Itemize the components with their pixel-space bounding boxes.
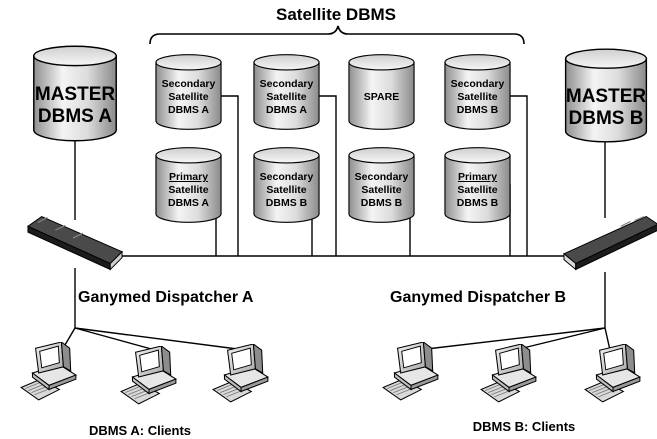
master-a-line-2: DBMS A bbox=[37, 106, 113, 127]
satellite-bottom-1-line-3: DBMS A bbox=[167, 197, 210, 209]
satellite-top-1-line-2: Satellite bbox=[168, 91, 209, 103]
satellite-bottom-4-line-3: DBMS B bbox=[456, 197, 499, 209]
master-b-line-1: MASTER bbox=[565, 86, 647, 107]
satellite-bottom-2-label: Secondary Satellite DBMS B bbox=[253, 171, 320, 210]
client-a1-computer-icon bbox=[20, 342, 77, 401]
satellite-bottom-4-label: Primary Satellite DBMS B bbox=[444, 171, 511, 210]
satellite-bottom-2-line-2: Satellite bbox=[266, 184, 307, 196]
satellite-dbms-title: Satellite DBMS bbox=[276, 5, 396, 24]
satellite-top-2-line-2: Satellite bbox=[266, 91, 307, 103]
satellite-bottom-3-line-1: Secondary bbox=[354, 171, 409, 183]
network-wiring bbox=[61, 95, 611, 351]
satellite-bottom-4-line-2: Satellite bbox=[457, 184, 498, 196]
satellite-top-1-line-1: Secondary bbox=[161, 78, 216, 90]
satellite-bottom-3-line-3: DBMS B bbox=[360, 197, 403, 209]
satellite-top-4-line-3: DBMS B bbox=[456, 104, 499, 116]
satellite-bottom-1-label: Primary Satellite DBMS A bbox=[155, 171, 222, 210]
satellite-bottom-1-line-1: Primary bbox=[168, 171, 209, 183]
satellite-bottom-1-line-2: Satellite bbox=[168, 184, 209, 196]
master-a-line-1: MASTER bbox=[34, 84, 116, 105]
client-b1-computer-icon bbox=[382, 342, 439, 401]
satellite-top-2-label: Secondary Satellite DBMS A bbox=[253, 78, 320, 117]
satellite-bottom-2-line-1: Secondary bbox=[259, 171, 314, 183]
client-a3-computer-icon bbox=[212, 344, 269, 403]
satellite-bottom-2-line-3: DBMS B bbox=[265, 197, 308, 209]
satellite-top-4-label: Secondary Satellite DBMS B bbox=[444, 78, 511, 117]
master-b-line-2: DBMS B bbox=[568, 108, 644, 129]
dispatcher-a-switch-icon bbox=[27, 215, 123, 271]
satellite-top-4-line-1: Secondary bbox=[450, 78, 505, 90]
satellite-top-1-label: Secondary Satellite DBMS A bbox=[155, 78, 222, 117]
satellite-bracket bbox=[149, 25, 525, 45]
satellite-bottom-4-line-1: Primary bbox=[457, 171, 498, 183]
dispatcher-b-switch-icon bbox=[563, 215, 657, 271]
client-b3-computer-icon bbox=[584, 344, 641, 403]
dispatcher-b-label: Ganymed Dispatcher B bbox=[390, 289, 567, 306]
satellite-bottom-3-label: Secondary Satellite DBMS B bbox=[348, 171, 415, 210]
satellite-top-1-line-3: DBMS A bbox=[167, 104, 210, 116]
satellite-bottom-3-line-2: Satellite bbox=[361, 184, 402, 196]
master-a-label: MASTER DBMS A bbox=[31, 84, 119, 128]
client-b2-computer-icon bbox=[480, 344, 537, 403]
satellite-top-3-line-1: SPARE bbox=[363, 91, 400, 103]
dispatcher-a-label: Ganymed Dispatcher A bbox=[78, 289, 254, 306]
satellite-top-2-line-1: Secondary bbox=[259, 78, 314, 90]
satellite-top-4-line-2: Satellite bbox=[457, 91, 498, 103]
satellite-top-2-line-3: DBMS A bbox=[265, 104, 308, 116]
clients-b-label: DBMS B: Clients bbox=[472, 419, 576, 434]
master-b-label: MASTER DBMS B bbox=[562, 86, 650, 130]
satellite-top-3-label: SPARE bbox=[348, 91, 415, 104]
clients-a-label: DBMS A: Clients bbox=[88, 423, 192, 438]
client-a2-computer-icon bbox=[120, 346, 177, 405]
